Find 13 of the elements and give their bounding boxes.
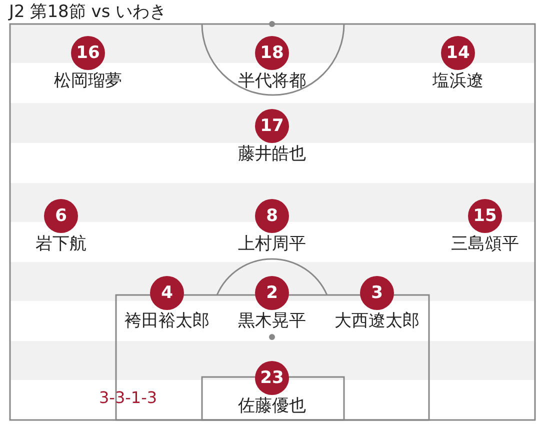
player-name: 三島頌平 — [451, 233, 519, 255]
player-name: 岩下航 — [36, 233, 86, 255]
formation-label: 3-3-1-3 — [99, 388, 158, 408]
player-name: 上村周平 — [238, 233, 306, 255]
player-name: 大西遼太郎 — [334, 310, 420, 332]
player-name: 袴田裕太郎 — [124, 310, 210, 332]
player-name: 塩浜遼 — [432, 70, 484, 92]
player-name: 藤井皓也 — [238, 143, 306, 165]
player-name: 黒木晃平 — [238, 310, 306, 332]
player-name: 半代将都 — [238, 70, 306, 92]
player-name: 松岡瑠夢 — [54, 70, 122, 92]
title: J2 第18節 vs いわき — [9, 2, 167, 22]
player-name: 佐藤優也 — [238, 395, 306, 417]
